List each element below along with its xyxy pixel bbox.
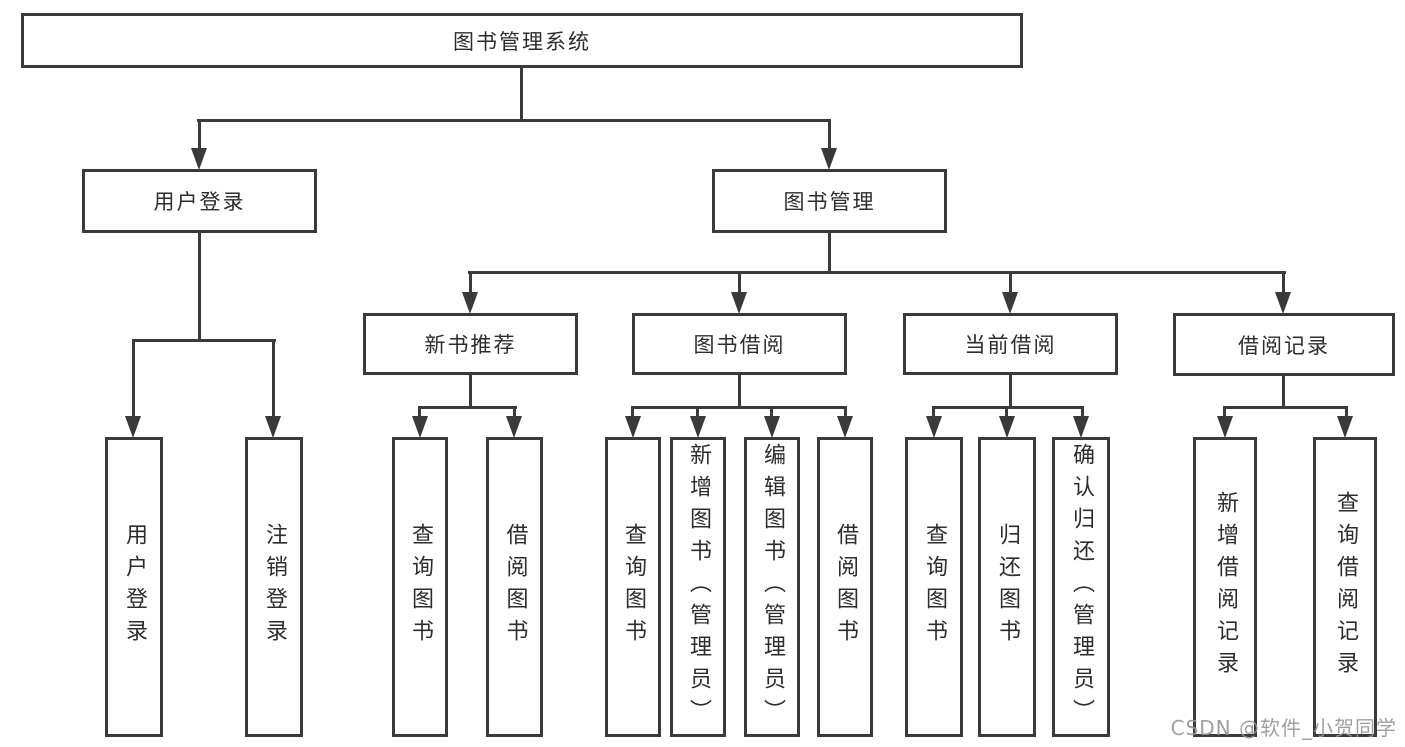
- arrow-down-icon: [506, 416, 522, 438]
- leaf-recommend-borrow-books: 借阅图书: [486, 437, 543, 737]
- leaf-borrow-books: 借阅图书: [817, 437, 873, 737]
- node-current-borrow: 当前借阅: [903, 313, 1118, 375]
- connector-user-down: [198, 233, 201, 342]
- arrow-down-icon: [999, 416, 1015, 438]
- connector-stub: [513, 406, 516, 418]
- node-user-login: 用户登录: [82, 169, 317, 233]
- leaf-recommend-borrow-books-label: 借阅图书: [502, 523, 528, 651]
- connector-current-horizontal: [932, 406, 1084, 409]
- node-book-borrow-label: 图书借阅: [693, 333, 786, 357]
- arrow-down-icon: [1275, 292, 1291, 314]
- leaf-return-books-label: 归还图书: [995, 523, 1020, 651]
- leaf-add-books-admin-label: 新增图书（管理员）: [686, 443, 711, 731]
- leaf-edit-books-admin-label: 编辑图书（管理员）: [760, 443, 785, 731]
- connector-records-horizontal: [1223, 406, 1348, 409]
- connector-stub: [1005, 406, 1008, 418]
- arrow-down-icon: [926, 416, 942, 438]
- node-book-management-label: 图书管理: [783, 190, 876, 214]
- arrow-down-icon: [1337, 416, 1353, 438]
- node-new-book-recommend: 新书推荐: [363, 313, 578, 375]
- leaf-user-login: 用户登录: [105, 437, 163, 737]
- leaf-borrow-query-books: 查询图书: [605, 437, 661, 737]
- arrow-down-icon: [837, 416, 853, 438]
- arrow-down-icon: [412, 416, 428, 438]
- arrow-down-icon: [125, 416, 141, 438]
- leaf-edit-books-admin: 编辑图书（管理员）: [744, 437, 800, 737]
- node-user-login-label: 用户登录: [153, 190, 246, 214]
- connector-stub: [696, 406, 699, 418]
- connector-mgmt-down: [828, 233, 831, 274]
- leaf-query-borrow-record: 查询借阅记录: [1313, 437, 1377, 737]
- arrow-down-icon: [821, 148, 837, 170]
- leaf-recommend-query-books-label: 查询图书: [408, 523, 433, 651]
- arrow-down-icon: [1002, 292, 1018, 314]
- leaf-borrow-books-label: 借阅图书: [833, 523, 858, 651]
- connector-recommend-horizontal: [418, 406, 517, 409]
- connector-user-horizontal: [132, 339, 276, 342]
- connector-stub-leaf-logout: [272, 339, 275, 418]
- leaf-logout-label: 注销登录: [262, 523, 287, 651]
- connector-stub: [1081, 406, 1084, 418]
- node-borrow-records: 借阅记录: [1173, 313, 1395, 376]
- arrow-down-icon: [1073, 416, 1089, 438]
- leaf-return-books: 归还图书: [978, 437, 1036, 737]
- leaf-logout: 注销登录: [245, 437, 303, 737]
- arrow-down-icon: [764, 416, 780, 438]
- connector-current-down: [1009, 375, 1012, 408]
- connector-stub-borrow-records: [1282, 271, 1285, 294]
- arrow-down-icon: [191, 148, 207, 170]
- arrow-down-icon: [1217, 416, 1233, 438]
- connector-mgmt-horizontal: [468, 271, 1286, 274]
- leaf-add-borrow-record-label: 新增借阅记录: [1213, 491, 1238, 683]
- connector-stub: [770, 406, 773, 418]
- csdn-watermark: CSDN @软件_小贺同学: [1170, 716, 1397, 740]
- node-book-borrow: 图书借阅: [632, 313, 847, 375]
- connector-stub: [1345, 406, 1348, 418]
- leaf-confirm-return-admin-label: 确认归还（管理员）: [1069, 443, 1094, 731]
- connector-stub-current-borrow: [1009, 271, 1012, 294]
- arrow-down-icon: [462, 292, 478, 314]
- connector-book-borrow-horizontal: [631, 406, 847, 409]
- arrow-down-icon: [690, 416, 706, 438]
- arrow-down-icon: [265, 416, 281, 438]
- leaf-query-borrow-record-label: 查询借阅记录: [1333, 491, 1358, 683]
- connector-book-borrow-down: [738, 375, 741, 408]
- connector-stub: [932, 406, 935, 418]
- connector-root-down: [520, 66, 523, 122]
- leaf-current-query-books: 查询图书: [905, 437, 963, 737]
- node-book-management: 图书管理: [712, 169, 947, 233]
- connector-root-horizontal: [197, 119, 831, 122]
- leaf-add-books-admin: 新增图书（管理员）: [670, 437, 726, 737]
- connector-stub-book-borrow: [738, 271, 741, 294]
- arrow-down-icon: [625, 416, 641, 438]
- connector-stub: [844, 406, 847, 418]
- connector-recommend-down: [469, 375, 472, 408]
- connector-records-down: [1282, 376, 1285, 408]
- connector-stub: [418, 406, 421, 418]
- leaf-user-login-label: 用户登录: [122, 523, 147, 651]
- leaf-add-borrow-record: 新增借阅记录: [1193, 437, 1257, 737]
- leaf-recommend-query-books: 查询图书: [392, 437, 448, 737]
- node-root-label: 图书管理系统: [453, 29, 591, 54]
- connector-stub-book-management: [828, 119, 831, 150]
- connector-stub: [1223, 406, 1226, 418]
- node-borrow-records-label: 借阅记录: [1238, 333, 1330, 358]
- connector-stub-leaf-login: [132, 339, 135, 418]
- connector-stub-user-login: [198, 119, 201, 150]
- node-root: 图书管理系统: [21, 13, 1023, 68]
- connector-stub-recommend: [469, 271, 472, 294]
- node-new-book-recommend-label: 新书推荐: [424, 333, 517, 357]
- leaf-confirm-return-admin: 确认归还（管理员）: [1052, 437, 1110, 737]
- leaf-borrow-query-books-label: 查询图书: [621, 523, 646, 651]
- node-current-borrow-label: 当前借阅: [964, 333, 1057, 357]
- arrow-down-icon: [731, 292, 747, 314]
- connector-stub: [631, 406, 634, 418]
- leaf-current-query-books-label: 查询图书: [922, 523, 947, 651]
